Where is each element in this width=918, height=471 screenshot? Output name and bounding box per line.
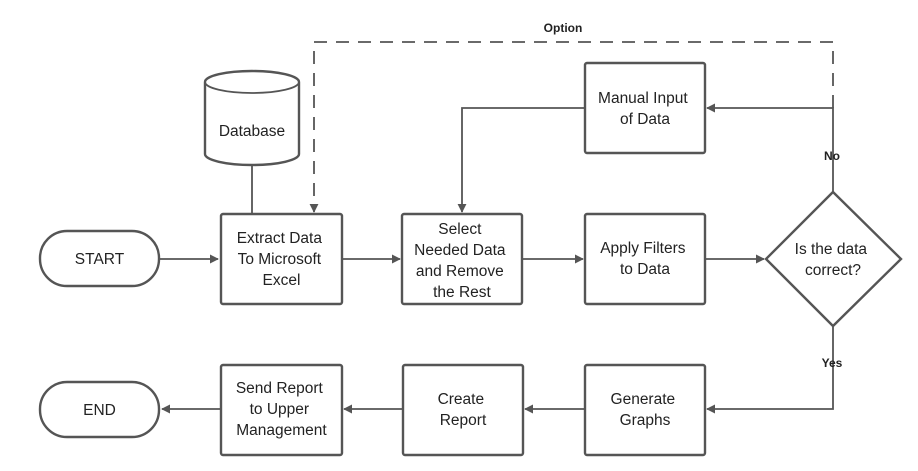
node-start-label: START [75,251,125,268]
node-extract-line-2: To Microsoft [238,251,322,268]
svg-text:Is the data correct?: Is the data correct? [795,241,872,279]
database-cylinder-icon [203,69,301,167]
node-report-line-1: Create [438,391,485,408]
edge-label-no: No [824,149,840,163]
node-select-line-1: Select [438,221,482,238]
node-decision: Is the data correct? [764,190,903,328]
node-database: Database [203,69,301,167]
edge-decision-no-manual [706,103,834,192]
svg-text:Create Report: Create Report [438,391,489,429]
edge-label-yes: Yes [822,356,843,370]
node-end: END [38,380,161,439]
node-report: Create Report [401,363,525,457]
node-send-line-1: Send Report [236,380,324,397]
svg-text:Select Needed Data: Select Needed Data and Remove the Rest [414,221,510,301]
svg-text:Generate Graphs: Generate Graphs [611,391,680,429]
node-manual: Manual Input of Data [583,61,707,155]
node-filters: Apply Filters to Data [583,212,707,306]
node-send: Send Report to Upper Management [219,363,344,457]
node-extract-line-3: Excel [263,272,301,289]
node-start: START [38,229,161,288]
node-graphs: Generate Graphs [583,363,707,457]
node-select: Select Needed Data and Remove the Rest [400,212,524,306]
node-graphs-line-1: Generate [611,391,676,408]
node-report-line-2: Report [440,412,487,429]
node-select-line-3: and Remove [416,263,504,280]
node-send-line-3: Management [236,422,327,439]
node-send-line-2: to Upper [250,401,309,418]
node-decision-line-1: Is the data [795,241,868,258]
edge-decision-yes-graphs [706,327,834,414]
node-decision-line-2: correct? [805,262,861,279]
node-manual-line-2: of Data [620,111,670,128]
connectors [160,41,834,414]
edge-option-dashed [309,41,834,213]
node-database-label: Database [219,123,285,140]
node-select-line-2: Needed Data [414,242,506,259]
node-extract: Extract Data To Microsoft Excel [219,212,344,306]
svg-text:Send Report to Upper: Send Report to Upper Management [236,380,328,439]
node-graphs-line-2: Graphs [620,412,671,429]
edge-label-option: Option [544,21,583,35]
edge-manual-select [457,107,584,213]
svg-text:Apply Filters to Data: Apply Filters to Data [600,240,690,278]
svg-text:Manual Input of Data: Manual Input of Data [598,90,692,128]
node-filters-line-1: Apply Filters [600,240,686,257]
node-filters-line-2: to Data [620,261,670,278]
node-extract-line-1: Extract Data [237,230,323,247]
node-end-label: END [83,402,116,419]
node-manual-line-1: Manual Input [598,90,688,107]
node-select-line-4: the Rest [433,284,491,301]
svg-text:Extract Data To Microsof: Extract Data To Microsoft Excel [237,230,327,289]
